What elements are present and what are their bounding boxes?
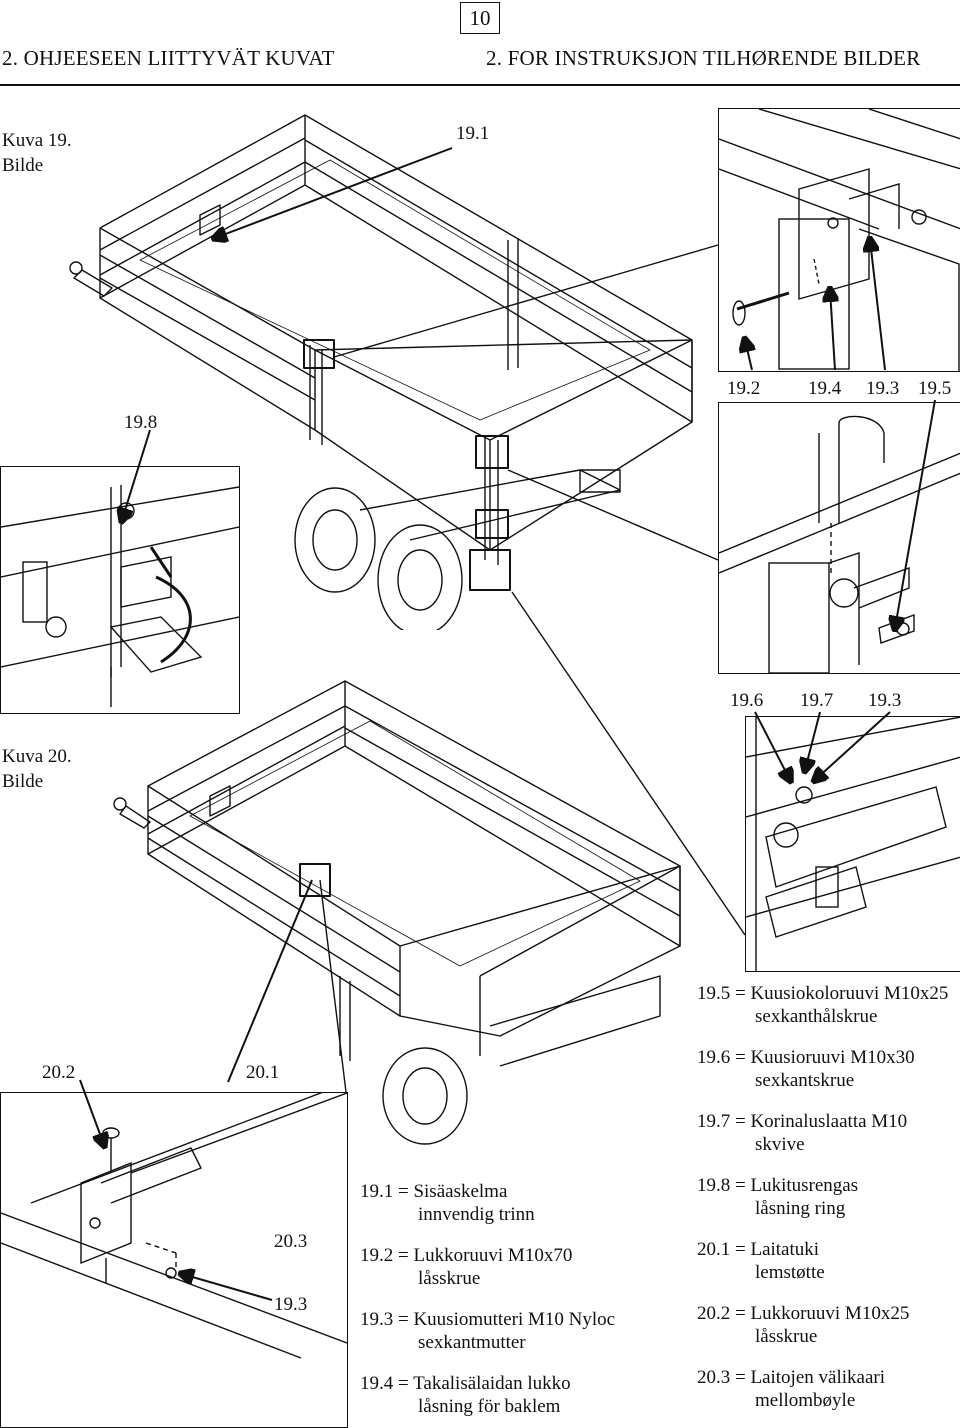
legend-item: 19.7 = Korinaluslaatta M10 skvive [697, 1110, 960, 1156]
leader-19-3b [815, 711, 891, 780]
leader-19-3c [182, 1274, 273, 1301]
legend-item-main: 19.5 = Kuusiokoloruuvi M10x25 [697, 983, 949, 1004]
figure-19-label-fi: Kuva 19. [2, 130, 72, 151]
callout-20-1: 20.1 [246, 1062, 280, 1083]
legend-left: 19.1 = Sisäaskelma innvendig trinn 19.2 … [360, 1180, 700, 1418]
legend-item: 19.5 = Kuusiokoloruuvi M10x25 sexkanthål… [697, 982, 960, 1028]
inset-spacer-arch [0, 1092, 348, 1428]
legend-item-main: 20.3 = Laitojen välikaari [697, 1367, 885, 1388]
header-divider [0, 84, 960, 86]
legend-item-main: 20.2 = Lukkoruuvi M10x25 [697, 1303, 910, 1324]
legend-right: 19.5 = Kuusiokoloruuvi M10x25 sexkanthål… [697, 982, 960, 1412]
legend-item: 20.1 = Laitatuki lemstøtte [697, 1238, 960, 1284]
inset-bolt-detail-drawing [719, 109, 960, 371]
callout-19-3a: 19.3 [866, 378, 900, 399]
legend-item: 19.4 = Takalisälaidan lukko låsning för … [360, 1372, 700, 1418]
callout-19-5: 19.5 [918, 378, 952, 399]
legend-item-main: 19.1 = Sisäaskelma [360, 1181, 508, 1202]
figure-20-trailer-drawing [113, 680, 681, 1145]
connector-20 [319, 879, 347, 1093]
leader-19-2 [745, 340, 752, 371]
callout-19-3b: 19.3 [868, 690, 902, 711]
figure-20-label-fi: Kuva 20. [2, 746, 72, 767]
legend-item-main: 19.2 = Lukkoruuvi M10x70 [360, 1245, 573, 1266]
legend-item-sub: låsning ring [755, 1198, 846, 1219]
figure-19-label-no: Bilde [2, 155, 44, 176]
legend-item-sub: sexkantskrue [755, 1070, 855, 1091]
legend-item-main: 19.4 = Takalisälaidan lukko [360, 1373, 571, 1394]
legend-item-sub: sexkantmutter [418, 1332, 526, 1353]
legend-item-sub: skvive [755, 1134, 805, 1155]
leader-19-3a [870, 240, 886, 371]
callout-19-2: 19.2 [727, 378, 761, 399]
heading-finnish: 2. OHJEESEEN LIITTYVÄT KUVAT [2, 46, 335, 70]
leader-19-5 [895, 399, 936, 628]
leader-19-6 [754, 711, 790, 780]
legend-item-main: 20.1 = Laitatuki [697, 1239, 820, 1260]
callout-19-8: 19.8 [124, 412, 158, 433]
legend-item: 20.2 = Lukkoruuvi M10x25 låsskrue [697, 1302, 960, 1348]
figure-19-trailer-drawing [69, 114, 693, 630]
legend-item-main: 19.7 = Korinaluslaatta M10 [697, 1111, 908, 1132]
legend-item-sub: mellombøyle [755, 1390, 856, 1411]
inset-lock-handle [718, 402, 960, 674]
callout-19-1: 19.1 [456, 123, 490, 144]
figure-20-label-no: Bilde [2, 771, 44, 792]
inset-hex-screw [745, 716, 960, 972]
connector-19-a [333, 244, 719, 358]
leader-19-8 [122, 429, 151, 520]
legend-item-main: 19.6 = Kuusioruuvi M10x30 [697, 1047, 915, 1068]
connector-19-b [507, 469, 719, 561]
leader-19-7 [805, 711, 821, 770]
inset-hex-screw-drawing [746, 717, 960, 971]
legend-item: 19.6 = Kuusioruuvi M10x30 sexkantskrue [697, 1046, 960, 1092]
page-number: 10 [460, 2, 500, 34]
connector-19-c [511, 591, 746, 936]
legend-item-sub: lemstøtte [755, 1262, 825, 1283]
legend-item-sub: sexkanthålskrue [755, 1006, 878, 1027]
callout-19-6: 19.6 [730, 690, 764, 711]
legend-item: 19.1 = Sisäaskelma innvendig trinn [360, 1180, 700, 1226]
callout-19-4: 19.4 [808, 378, 842, 399]
legend-item-sub: innvendig trinn [418, 1204, 535, 1225]
legend-item-main: 19.8 = Lukitusrengas [697, 1175, 859, 1196]
leader-19-1 [215, 147, 453, 238]
heading-norwegian: 2. FOR INSTRUKSJON TILHØRENDE BILDER [486, 46, 921, 70]
callout-20-2: 20.2 [42, 1062, 76, 1083]
legend-item: 19.8 = Lukitusrengas låsning ring [697, 1174, 960, 1220]
legend-item-sub: låsskrue [418, 1268, 481, 1289]
callout-19-3c: 19.3 [274, 1294, 308, 1315]
legend-item: 20.3 = Laitojen välikaari mellombøyle [697, 1366, 960, 1412]
leader-20-1 [227, 879, 313, 1083]
legend-item-sub: låsning för baklem [418, 1396, 561, 1417]
callout-20-3: 20.3 [274, 1231, 308, 1252]
inset-spacer-arch-drawing [1, 1093, 347, 1359]
figure-20-label: Kuva 20. Bilde [2, 744, 72, 794]
legend-item-sub: låsskrue [755, 1326, 818, 1347]
inset-bolt-detail [718, 108, 960, 372]
leader-20-2 [79, 1079, 104, 1145]
legend-item: 19.3 = Kuusiomutteri M10 Nyloc sexkantmu… [360, 1308, 700, 1354]
callout-19-7: 19.7 [800, 690, 834, 711]
legend-item-main: 19.3 = Kuusiomutteri M10 Nyloc [360, 1309, 616, 1330]
legend-item: 19.2 = Lukkoruuvi M10x70 låsskrue [360, 1244, 700, 1290]
leader-19-4 [830, 290, 835, 371]
figure-19-label: Kuva 19. Bilde [2, 128, 72, 178]
